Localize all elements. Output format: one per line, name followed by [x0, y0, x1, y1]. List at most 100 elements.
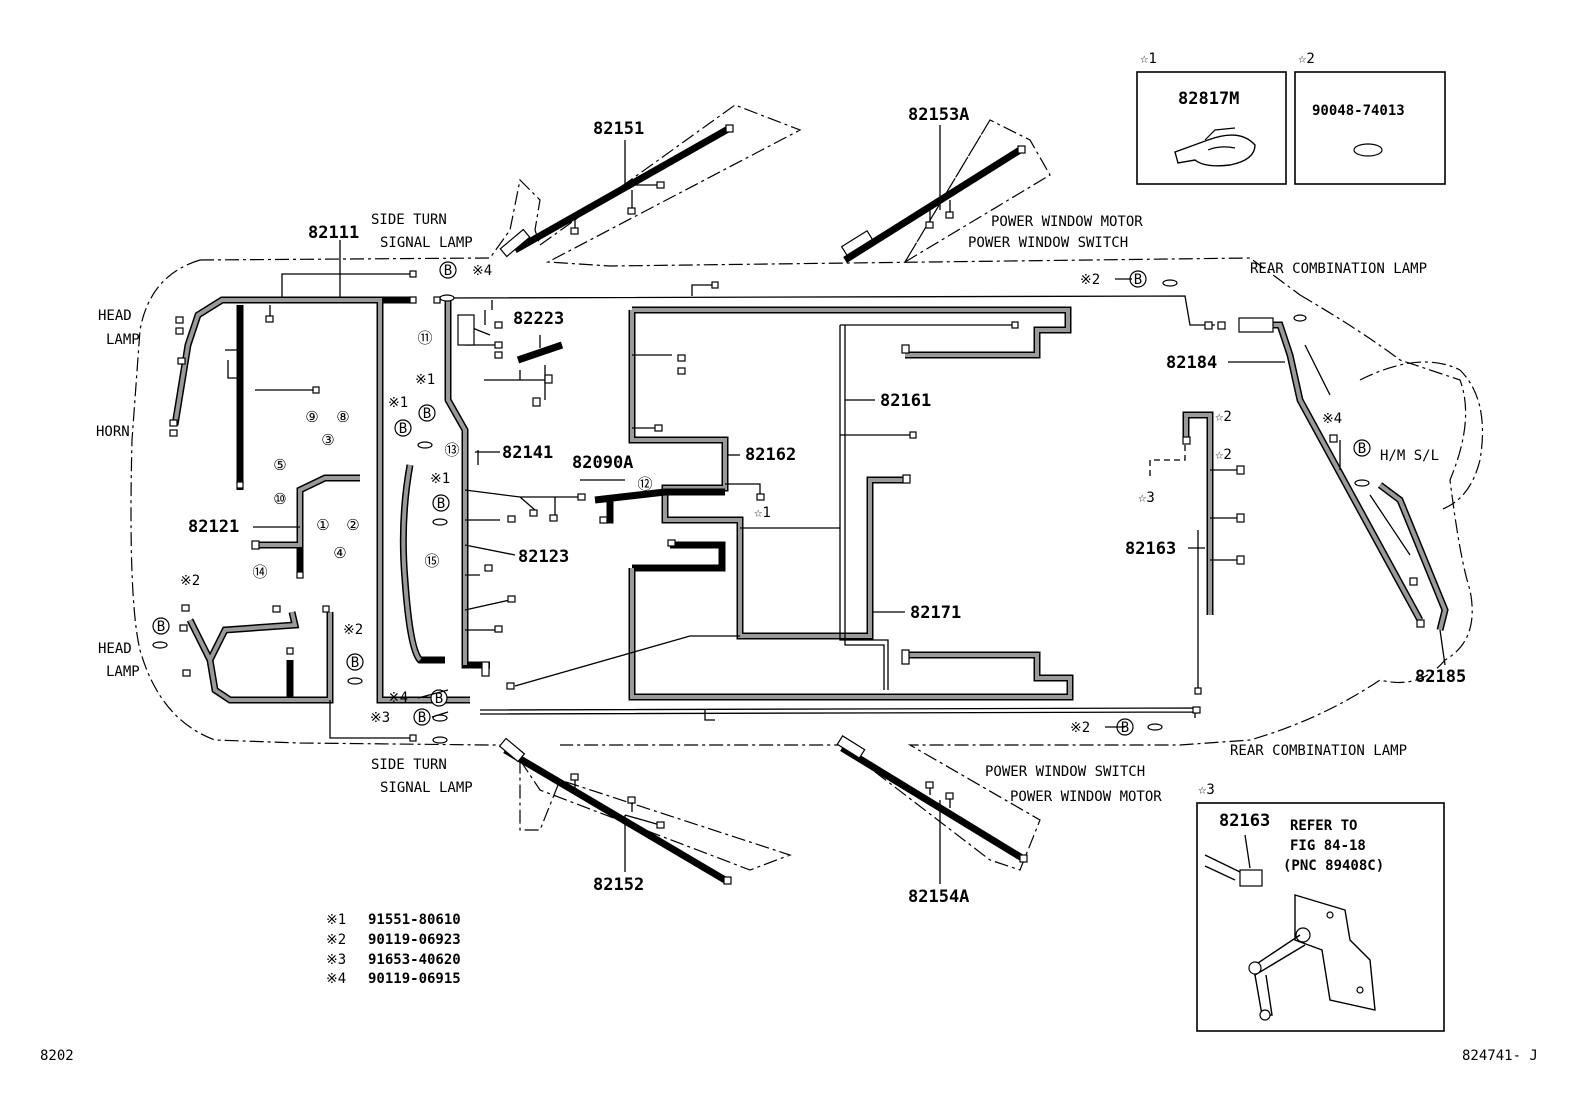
- svg-text:※1: ※1: [415, 372, 435, 388]
- harness-82223: [516, 341, 564, 364]
- label-82163: 82163: [1125, 539, 1176, 559]
- svg-text:B: B: [444, 263, 452, 279]
- b-markers: B B B B B B B B B B B: [152, 261, 1371, 736]
- label-82223: 82223: [513, 309, 564, 329]
- svg-text:B: B: [435, 691, 443, 707]
- harness-82161: [740, 324, 1015, 690]
- svg-text:※4: ※4: [472, 263, 492, 279]
- svg-text:※4: ※4: [1322, 411, 1342, 427]
- b-marker: B: [1353, 439, 1371, 457]
- label-82123: 82123: [518, 547, 569, 567]
- harness-82121: [186, 474, 410, 739]
- svg-text:※2: ※2: [1070, 720, 1090, 736]
- pw-bottom-line2: POWER WINDOW MOTOR: [1010, 789, 1162, 805]
- svg-text:☆3: ☆3: [1138, 490, 1155, 506]
- hm-sl-label: H/M S/L: [1380, 448, 1439, 464]
- side-turn-top-line2: SIGNAL LAMP: [380, 235, 473, 251]
- circled-2: ②: [346, 516, 359, 534]
- circled-14: ⑭: [252, 563, 267, 581]
- refer-line2: FIG 84-18: [1290, 838, 1366, 854]
- b-marker: B: [439, 261, 457, 279]
- svg-text:B: B: [351, 655, 359, 671]
- figure-code: 8202: [40, 1048, 74, 1064]
- grommet-icon: [1174, 127, 1256, 167]
- svg-text:B: B: [437, 496, 445, 512]
- label-82111: 82111: [308, 223, 359, 243]
- pw-top-line1: POWER WINDOW MOTOR: [991, 214, 1143, 230]
- circled-9: ⑨: [305, 408, 318, 426]
- refer-line3: (PNC 89408C): [1283, 858, 1384, 874]
- side-turn-bottom-line2: SIGNAL LAMP: [380, 780, 473, 796]
- figure-id: 824741- J: [1462, 1048, 1538, 1064]
- svg-text:☆2: ☆2: [1215, 409, 1232, 425]
- svg-text:B: B: [418, 710, 426, 726]
- circled-4: ④: [333, 544, 346, 562]
- circled-3: ③: [321, 431, 334, 449]
- head-lamp-bottom-line2: LAMP: [106, 664, 140, 680]
- harness-82151: [513, 124, 732, 254]
- inset-star3: ☆3 82163 REFER TO FIG 84-18 (PNC 89408C): [1196, 782, 1445, 1032]
- head-lamp-bottom-line1: HEAD: [98, 641, 132, 657]
- legend: ※1 91551-80610 ※2 90119-06923 ※3 91653-4…: [326, 912, 461, 987]
- label-82162: 82162: [745, 445, 796, 465]
- horn-label: HORN: [96, 424, 130, 440]
- label-82171: 82171: [910, 603, 961, 623]
- circled-1: ①: [316, 516, 329, 534]
- harness-82111: [171, 273, 470, 704]
- inset-star3-label: ☆3: [1198, 782, 1215, 798]
- legend-mark-4: ※4: [326, 971, 346, 987]
- b-marker: B: [152, 617, 170, 635]
- harness-82141: [399, 300, 585, 669]
- b-marker: B: [432, 494, 450, 512]
- svg-text:※4: ※4: [388, 690, 408, 706]
- svg-text:B: B: [423, 406, 431, 422]
- height-sensor-icon: [1204, 834, 1376, 1021]
- b-marker: B: [1129, 270, 1147, 288]
- b-marker: B: [413, 708, 431, 726]
- circled-10: ⑩: [273, 490, 286, 508]
- svg-text:B: B: [1358, 441, 1366, 457]
- svg-text:※2: ※2: [180, 573, 200, 589]
- inset-star2-label: ☆2: [1298, 51, 1315, 67]
- circled-13: ⑬: [444, 441, 459, 459]
- part-labels: 82111 82121 82141 82123 82090A 82223 821…: [188, 105, 1466, 907]
- label-82185: 82185: [1415, 667, 1466, 687]
- side-turn-bottom-line1: SIDE TURN: [371, 757, 447, 773]
- refer-line1: REFER TO: [1290, 818, 1357, 834]
- location-labels: HEAD LAMP HORN HEAD LAMP SIDE TURN SIGNA…: [96, 212, 1439, 805]
- rear-combo-top: REAR COMBINATION LAMP: [1250, 261, 1427, 277]
- connectors: [169, 124, 1425, 885]
- clamp-marks: [152, 279, 1370, 744]
- symbol-callouts: ※4 ※1 ※1 ※1 ※2 ※2 ※4 ※3 ※2 ※2 ※4 ☆1 ☆2 ☆…: [180, 263, 1342, 736]
- svg-text:B: B: [157, 619, 165, 635]
- rear-combo-bottom: REAR COMBINATION LAMP: [1230, 743, 1407, 759]
- svg-text:※1: ※1: [430, 471, 450, 487]
- inset-star1-label: ☆1: [1140, 51, 1157, 67]
- label-82153A: 82153A: [908, 105, 969, 125]
- head-lamp-top-line2: LAMP: [106, 332, 140, 348]
- circled-11: ⑪: [417, 329, 432, 347]
- legend-mark-2: ※2: [326, 932, 346, 948]
- label-82141: 82141: [502, 443, 553, 463]
- label-82154A: 82154A: [908, 887, 969, 907]
- circled-12: ⑫: [637, 475, 652, 493]
- label-82152: 82152: [593, 875, 644, 895]
- svg-text:※2: ※2: [1080, 272, 1100, 288]
- leader-lines: [253, 125, 1446, 884]
- harness-82152: [503, 746, 727, 884]
- svg-text:B: B: [1134, 272, 1142, 288]
- label-82161: 82161: [880, 391, 931, 411]
- label-82184: 82184: [1166, 353, 1217, 373]
- b-marker: B: [394, 419, 412, 437]
- svg-text:※2: ※2: [343, 622, 363, 638]
- harness-82185: [1377, 482, 1449, 631]
- harness-82184: [1240, 321, 1424, 622]
- label-82151: 82151: [593, 119, 644, 139]
- inset-star3-part: 82163: [1219, 811, 1270, 831]
- harness-82163: [1149, 411, 1240, 690]
- inset-star1: ☆1 82817M: [1136, 51, 1287, 185]
- inset-star2-part: 90048-74013: [1312, 103, 1405, 119]
- vehicle-outline: [130, 104, 1483, 871]
- label-82121: 82121: [188, 517, 239, 537]
